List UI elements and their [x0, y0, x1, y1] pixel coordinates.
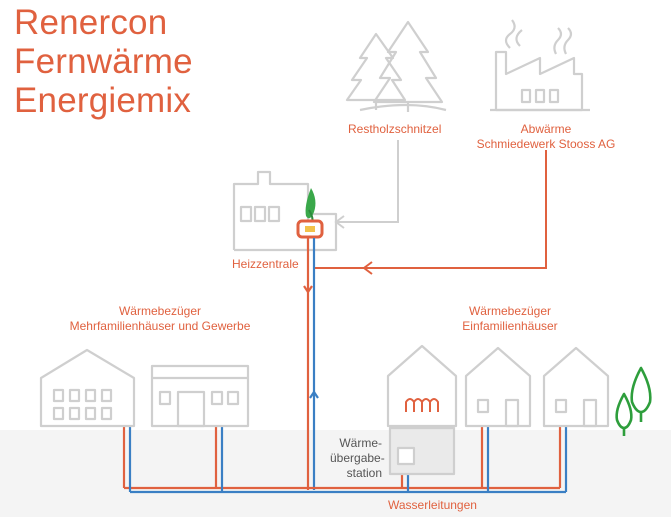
radiator-icon [405, 398, 439, 412]
label-station-line1: Wärme- [339, 436, 382, 450]
commercial-building-icon [150, 364, 250, 428]
label-abwaerme: Abwärme Schmiedewerk Stooss AG [466, 122, 626, 152]
title-line-1: Renercon [14, 3, 168, 42]
single-family-house-icon-2 [542, 346, 610, 428]
apartment-house-icon [39, 348, 136, 428]
restholz-supply-line [334, 140, 399, 229]
label-mfh-line2: Mehrfamilienhäuser und Gewerbe [69, 319, 251, 333]
abwaerme-supply-line [314, 150, 547, 275]
title-line-2: Fernwärme [14, 42, 193, 81]
label-restholz: Restholzschnitzel [348, 122, 442, 136]
heating-plant-icon [232, 170, 338, 252]
label-mfh-line1: Wärmebezüger [118, 304, 202, 318]
label-heizzentrale: Heizzentrale [232, 257, 299, 271]
label-station: Wärme- übergabe- station [330, 436, 385, 481]
title-line-3: Energiemix [14, 81, 192, 120]
pine-trees-icon [345, 20, 447, 112]
deciduous-trees-icon [615, 366, 652, 436]
label-abwaerme-line1: Abwärme [520, 122, 572, 136]
main-pipes [303, 238, 319, 490]
label-efh: Wärmebezüger Einfamilienhäuser [450, 304, 570, 334]
label-station-line2: übergabe- [330, 451, 385, 465]
label-efh-line1: Wärmebezüger [468, 304, 552, 318]
single-family-house-icon [464, 346, 532, 428]
label-station-line3: station [346, 466, 382, 480]
label-abwaerme-line2: Schmiedewerk Stooss AG [476, 137, 616, 151]
house-with-station-icon [386, 344, 458, 476]
factory-icon [490, 19, 590, 112]
label-efh-line2: Einfamilienhäuser [462, 319, 558, 333]
label-mfh: Wärmebezüger Mehrfamilienhäuser und Gewe… [50, 304, 270, 334]
label-wasserleitungen: Wasserleitungen [388, 498, 477, 512]
